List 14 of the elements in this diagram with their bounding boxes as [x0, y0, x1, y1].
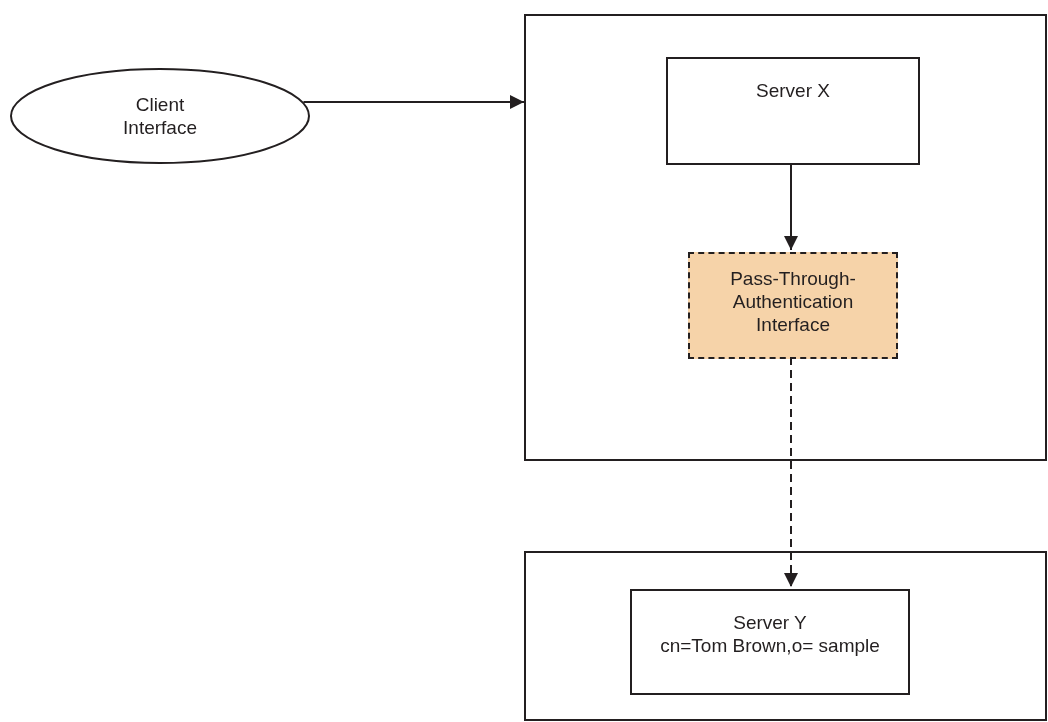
arrow: [784, 356, 798, 588]
node-label: Client Interface: [122, 93, 198, 139]
node-label: Server Y: [733, 611, 807, 634]
node-detail: cn=Tom Brown,o= sample: [660, 634, 880, 657]
arrow: [784, 162, 798, 251]
server-box: [630, 589, 910, 695]
node-label: Server X: [756, 79, 830, 102]
container-box: [524, 551, 1047, 721]
dashed-interface-box: [688, 252, 898, 359]
arrow: [302, 95, 525, 109]
ellipse-node: [10, 68, 310, 164]
container-box: [524, 14, 1047, 461]
server-box: [666, 57, 920, 165]
node-label: Pass-Through-Authentication Interface: [729, 267, 857, 336]
